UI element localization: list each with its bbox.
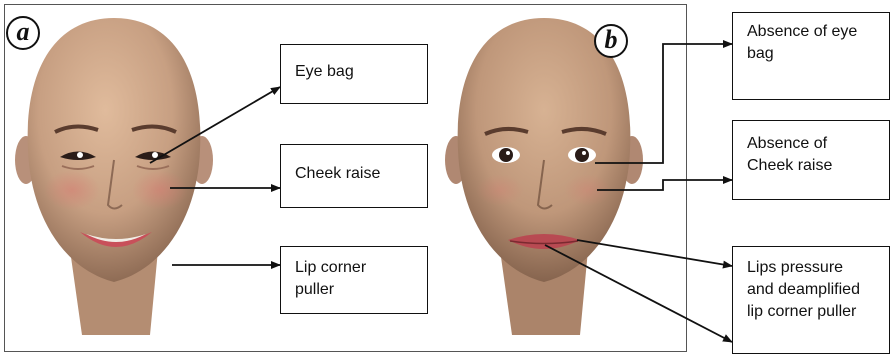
face-b: [445, 18, 643, 335]
label-eye-bag: Eye bag: [280, 44, 428, 104]
label-lips-pressure-line3: lip corner puller: [747, 301, 889, 323]
label-cheek-raise: Cheek raise: [280, 144, 428, 208]
label-absence-cheek-line2: Cheek raise: [747, 155, 889, 177]
panel-b-badge: b: [594, 24, 628, 58]
label-lip-corner-line2: puller: [295, 279, 427, 301]
label-absence-cheek-line1: Absence of: [747, 133, 889, 155]
arrow-lips-pressure-1: [577, 240, 732, 266]
label-lips-pressure-line1: Lips pressure: [747, 257, 889, 279]
label-absence-eye-line2: bag: [747, 43, 889, 65]
label-lips-pressure: Lips pressure and deamplified lip corner…: [732, 246, 890, 354]
face-a: [15, 18, 213, 335]
panel-a-badge: a: [6, 16, 40, 50]
label-lip-corner-line1: Lip corner: [295, 257, 427, 279]
label-eye-bag-text: Eye bag: [295, 61, 427, 83]
label-lip-corner-puller: Lip corner puller: [280, 246, 428, 314]
label-cheek-raise-text: Cheek raise: [295, 163, 427, 185]
label-absence-eye-line1: Absence of eye: [747, 21, 889, 43]
label-absence-eye-bag: Absence of eye bag: [732, 12, 890, 100]
label-absence-cheek-raise: Absence of Cheek raise: [732, 120, 890, 200]
label-lips-pressure-line2: and deamplified: [747, 279, 889, 301]
